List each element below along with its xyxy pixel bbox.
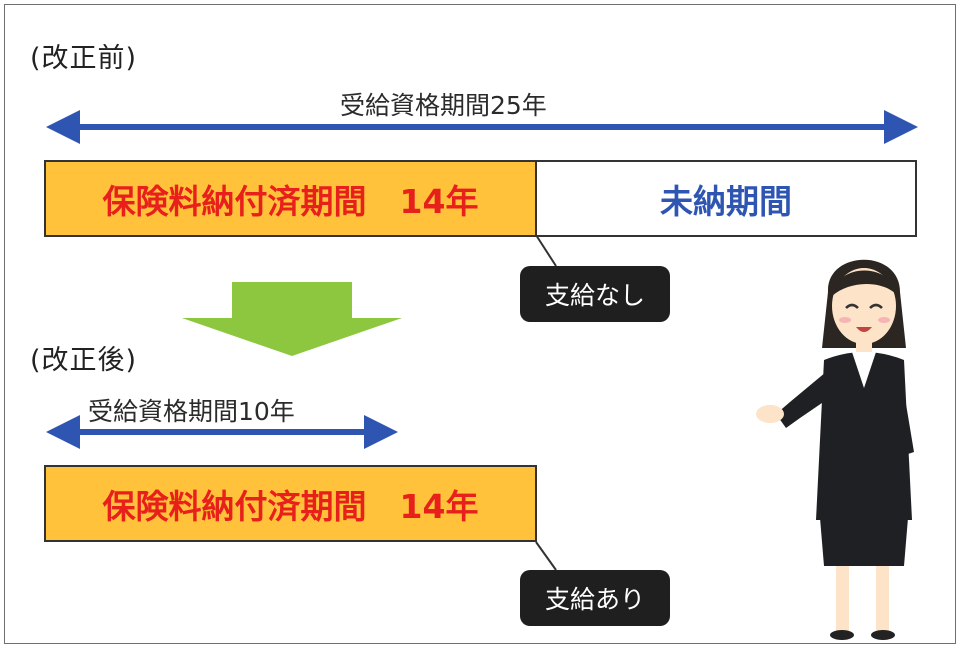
after-period-label: 受給資格期間10年 [88,397,295,426]
after-callout-pointer [535,541,557,571]
down-arrow-icon [182,282,402,356]
before-heading: (改正前) [30,43,138,74]
after-result-callout: 支給あり [520,570,670,626]
before-period-label: 受給資格期間25年 [340,91,547,120]
before-unpaid-bar: 未納期間 [535,160,917,237]
before-paid-bar: 保険料納付済期間 14年 [44,160,537,237]
presenter-woman-icon [756,259,914,640]
diagram-frame [4,4,956,644]
before-result-callout: 支給なし [520,266,670,322]
before-callout-pointer [535,234,557,267]
after-period-arrow-icon [46,415,398,449]
after-paid-bar: 保険料納付済期間 14年 [44,465,537,542]
after-heading: (改正後) [30,345,138,376]
before-period-arrow-icon [46,110,918,144]
